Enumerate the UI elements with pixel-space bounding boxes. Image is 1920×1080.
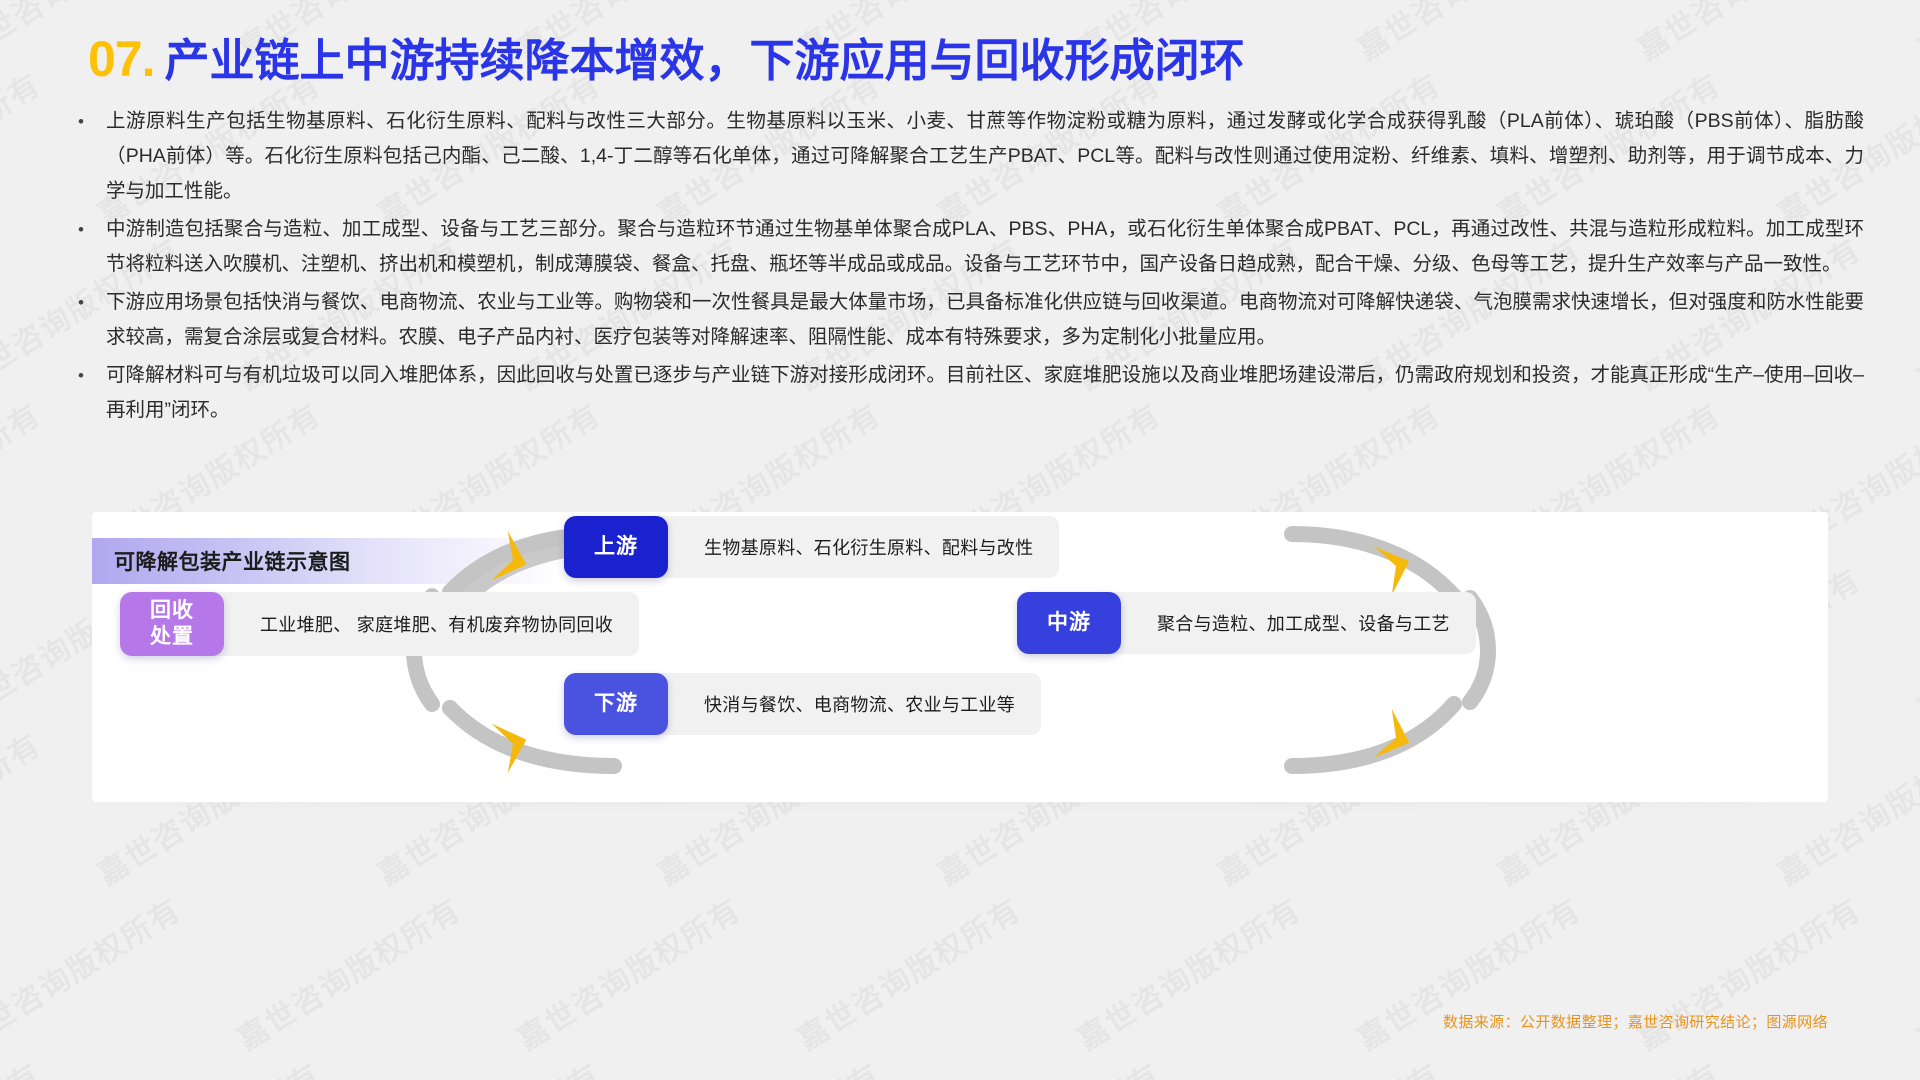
- watermark-text: 嘉世咨询版权所有: [1348, 886, 1588, 1059]
- diagram-node-downstream-pill[interactable]: 下游: [564, 673, 668, 735]
- diagram-node-midstream-pill[interactable]: 中游: [1017, 592, 1121, 654]
- arc-midstream-to-downstream: [1284, 696, 1462, 774]
- diagram-node-downstream-text: 快消与餐饮、电商物流、农业与工业等: [646, 673, 1042, 735]
- arc-right-side: [1462, 590, 1496, 710]
- diagram-node-upstream-title: 上游: [594, 535, 638, 559]
- chevron-arrow-icon: [491, 723, 527, 774]
- watermark-text: 嘉世咨询版权所有: [1908, 886, 1920, 1059]
- bullet-marker: •: [78, 293, 84, 312]
- watermark-text: 嘉世咨询版权所有: [0, 61, 48, 234]
- watermark-text: 嘉世咨询版权所有: [88, 1051, 328, 1080]
- bullet-marker: •: [78, 220, 84, 239]
- watermark-text: 嘉世咨询版权所有: [788, 886, 1028, 1059]
- watermark-text: 嘉世咨询版权所有: [1208, 1051, 1448, 1080]
- slide-title-text: 产业链上中游持续降本增效，下游应用与回收形成闭环: [164, 35, 1245, 86]
- diagram-node-midstream-title: 中游: [1047, 611, 1091, 635]
- watermark-text: 嘉世咨询版权所有: [0, 886, 188, 1059]
- watermark-text: 嘉世咨询版权所有: [1488, 1051, 1728, 1080]
- source-note: 数据来源：公开数据整理；嘉世咨询研究结论；图源网络: [1442, 1014, 1828, 1031]
- watermark-text: 嘉世咨询版权所有: [1768, 1051, 1920, 1080]
- bullet-paragraph: 下游应用场景包括快消与餐饮、电商物流、农业与工业等。购物袋和一次性餐具是最大体量…: [106, 291, 1864, 348]
- bullet-paragraph: 可降解材料可与有机垃圾可以同入堆肥体系，因此回收与处置已逐步与产业链下游对接形成…: [106, 364, 1864, 421]
- watermark-text: 嘉世咨询版权所有: [928, 1051, 1168, 1080]
- diagram-section-title: 可降解包装产业链示意图: [114, 551, 351, 574]
- arc-left-bottom: [442, 700, 622, 774]
- page-title: 07. 产业链上中游持续降本增效，下游应用与回收形成闭环: [88, 24, 1245, 89]
- watermark-text: 嘉世咨询版权所有: [1908, 0, 1920, 68]
- watermark-text: 嘉世咨询版权所有: [1908, 226, 1920, 399]
- diagram-node-downstream[interactable]: 快消与餐饮、电商物流、农业与工业等 下游: [564, 673, 1042, 735]
- watermark-text: 嘉世咨询版权所有: [1068, 886, 1308, 1059]
- bullet-paragraph: 中游制造包括聚合与造粒、加工成型、设备与工艺三部分。聚合与造粒环节通过生物基单体…: [106, 218, 1864, 275]
- diagram-node-recycling-title: 回收处置: [150, 599, 194, 648]
- diagram-node-midstream-text: 聚合与造粒、加工成型、设备与工艺: [1099, 592, 1476, 654]
- supply-chain-diagram: 生物基原料、石化衍生原料、配料与改性 上游 聚合与造粒、加工成型、设备与工艺 中…: [92, 512, 1828, 802]
- watermark-text: 嘉世咨询版权所有: [648, 1051, 888, 1080]
- diagram-node-recycling[interactable]: 回收处置 工业堆肥、 家庭堆肥、有机废弃物协同回收: [120, 592, 639, 656]
- diagram-node-upstream-pill[interactable]: 上游: [564, 516, 668, 578]
- bullet-marker: •: [78, 112, 84, 131]
- diagram-node-upstream-label-text: 生物基原料、石化衍生原料、配料与改性: [704, 538, 1034, 558]
- bullet-paragraph: 上游原料生产包括生物基原料、石化衍生原料、配料与改性三大部分。生物基原料以玉米、…: [106, 110, 1864, 202]
- chevron-arrow-icon: [491, 530, 527, 581]
- arc-upstream-to-midstream: [1284, 526, 1462, 604]
- watermark-text: 嘉世咨询版权所有: [0, 391, 48, 564]
- watermark-text: 嘉世咨询版权所有: [228, 886, 468, 1059]
- list-item: • 可降解材料可与有机垃圾可以同入堆肥体系，因此回收与处置已逐步与产业链下游对接…: [74, 358, 1864, 428]
- diagram-node-recycling-pill[interactable]: 回收处置: [120, 592, 224, 656]
- diagram-node-downstream-label-text: 快消与餐饮、电商物流、农业与工业等: [704, 695, 1016, 715]
- chevron-arrow-icon: [1373, 546, 1410, 596]
- diagram-node-upstream[interactable]: 生物基原料、石化衍生原料、配料与改性 上游: [564, 516, 1060, 578]
- watermark-text: 嘉世咨询版权所有: [1908, 556, 1920, 729]
- diagram-node-downstream-title: 下游: [594, 692, 638, 716]
- diagram-card: 可降解包装产业链示意图: [92, 512, 1828, 802]
- slide-number: 07.: [88, 31, 156, 87]
- watermark-text: 嘉世咨询版权所有: [1628, 0, 1868, 68]
- watermark-text: 嘉世咨询版权所有: [0, 1051, 48, 1080]
- diagram-node-midstream[interactable]: 聚合与造粒、加工成型、设备与工艺 中游: [1017, 592, 1476, 654]
- list-item: • 下游应用场景包括快消与餐饮、电商物流、农业与工业等。购物袋和一次性餐具是最大…: [74, 285, 1864, 355]
- chevron-arrow-icon: [1373, 708, 1410, 758]
- watermark-text: 嘉世咨询版权所有: [368, 1051, 608, 1080]
- diagram-node-recycling-text: 工业堆肥、 家庭堆肥、有机废弃物协同回收: [202, 592, 639, 656]
- bullet-marker: •: [78, 366, 84, 385]
- watermark-text: 嘉世咨询版权所有: [1348, 0, 1588, 68]
- diagram-node-recycling-label-text: 工业堆肥、 家庭堆肥、有机废弃物协同回收: [260, 615, 613, 635]
- watermark-text: 嘉世咨询版权所有: [0, 721, 48, 894]
- watermark-text: 嘉世咨询版权所有: [1628, 886, 1868, 1059]
- list-item: • 上游原料生产包括生物基原料、石化衍生原料、配料与改性三大部分。生物基原料以玉…: [74, 104, 1864, 209]
- diagram-node-upstream-text: 生物基原料、石化衍生原料、配料与改性: [646, 516, 1060, 578]
- bullet-list: • 上游原料生产包括生物基原料、石化衍生原料、配料与改性三大部分。生物基原料以玉…: [74, 104, 1864, 431]
- watermark-text: 嘉世咨询版权所有: [508, 886, 748, 1059]
- diagram-node-midstream-label-text: 聚合与造粒、加工成型、设备与工艺: [1157, 614, 1450, 634]
- list-item: • 中游制造包括聚合与造粒、加工成型、设备与工艺三部分。聚合与造粒环节通过生物基…: [74, 212, 1864, 282]
